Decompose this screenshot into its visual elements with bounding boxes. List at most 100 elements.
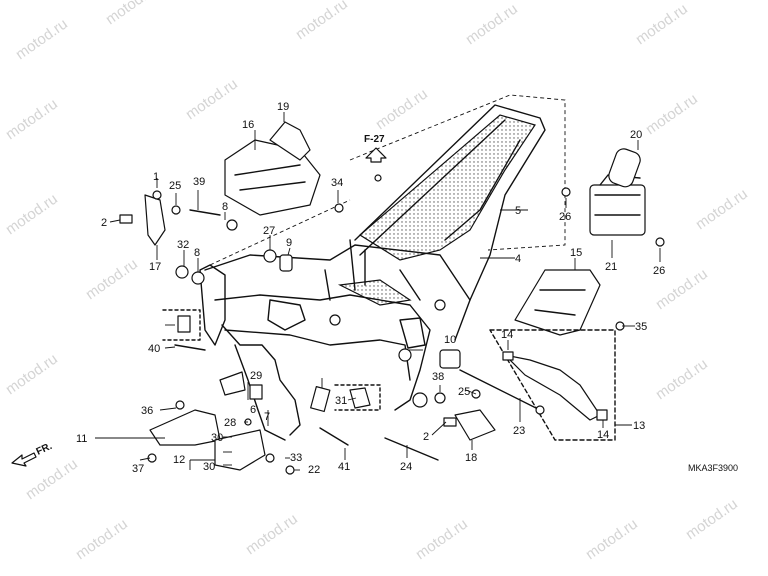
watermark: motod.ru	[13, 15, 71, 63]
watermark: motod.ru	[463, 0, 521, 48]
watermark: motod.ru	[373, 85, 431, 133]
callout-18: 18	[465, 452, 477, 464]
seat-bracket-assembly	[459, 269, 625, 441]
rubber-cover	[608, 148, 641, 188]
callout-22: 22	[308, 464, 320, 476]
box-13-outline	[489, 329, 616, 441]
callout-29: 29	[250, 370, 262, 382]
bolt-33	[265, 453, 275, 463]
middle-hardware	[319, 203, 496, 461]
bolt-39	[189, 209, 221, 216]
watermark: motod.ru	[83, 255, 141, 303]
engine-mount-boss	[329, 314, 341, 326]
left-small-parts	[119, 190, 331, 413]
clip-2	[119, 214, 133, 224]
callout-2: 2	[101, 217, 107, 229]
callout-2: 2	[423, 431, 429, 443]
seat-bracket-detail	[534, 289, 586, 316]
callout-37: 37	[132, 463, 144, 475]
callout-40: 40	[148, 343, 160, 355]
frame-boundary	[209, 94, 566, 266]
watermark: motod.ru	[643, 90, 701, 138]
callout-14: 14	[597, 429, 609, 441]
plate-3b	[310, 385, 331, 413]
bolt-24	[384, 437, 439, 461]
callout-13: 13	[633, 420, 645, 432]
nut-38	[434, 392, 446, 404]
step-bracket-assembly	[147, 400, 295, 475]
clip-14-lower	[596, 409, 608, 421]
bracket-31	[349, 387, 371, 409]
frame-mid-panel	[337, 279, 412, 306]
callout-35: 35	[635, 321, 647, 333]
callout-5: 5	[515, 205, 521, 217]
watermark: motod.ru	[413, 515, 471, 563]
box-3-outline	[162, 309, 201, 341]
clip-2b	[443, 417, 457, 427]
electrical-box	[589, 184, 646, 236]
callout-27: 27	[263, 225, 275, 237]
bolt-41	[319, 427, 349, 446]
callout-20: 20	[630, 129, 642, 141]
callout-31: 31	[335, 395, 347, 407]
callout-39: 39	[193, 176, 205, 188]
callout-26: 26	[559, 211, 571, 223]
bracket-17	[144, 194, 166, 246]
bolt-f27	[374, 174, 382, 182]
watermark: motod.ru	[583, 515, 641, 563]
electrical-box-assembly	[561, 148, 665, 247]
watermark: motod.ru	[693, 185, 751, 233]
guide-plate	[504, 354, 601, 421]
head-pipe	[199, 264, 226, 346]
collar-8-lower	[191, 271, 205, 285]
bolt-36	[175, 400, 185, 410]
front-down-tube	[221, 324, 301, 436]
main-spar-lower	[214, 294, 431, 411]
box-31-outline	[334, 384, 381, 411]
rear-rail-strut	[349, 239, 366, 291]
upper-bracket-assembly	[224, 121, 321, 216]
diagram-code: MKA3F3900	[688, 463, 738, 473]
bolt-23	[459, 369, 541, 411]
upper-bracket-clip	[269, 121, 311, 161]
callout-8: 8	[194, 247, 200, 259]
reference-label: F-27	[364, 134, 385, 145]
clip-14-upper	[502, 351, 514, 361]
callout-11: 11	[76, 433, 87, 445]
bolt-22	[285, 465, 295, 475]
callout-15: 15	[570, 247, 582, 259]
callout-12: 12	[173, 454, 185, 466]
callout-10: 10	[444, 334, 456, 346]
step-bracket-11	[149, 409, 221, 446]
watermark: motod.ru	[3, 190, 61, 238]
watermark: motod.ru	[293, 0, 351, 43]
frame-cross-member	[324, 269, 421, 301]
main-frame	[199, 104, 546, 441]
callout-23: 23	[513, 425, 525, 437]
bracket-18	[454, 409, 496, 441]
callout-38: 38	[432, 371, 444, 383]
callout-26: 26	[653, 265, 665, 277]
watermark: motod.ru	[243, 510, 301, 558]
callout-6: 6	[250, 404, 256, 416]
plate-3	[177, 315, 191, 333]
collar-8-upper	[226, 219, 238, 231]
watermark: motod.ru	[653, 355, 711, 403]
callout-14: 14	[501, 329, 513, 341]
up-arrow-icon	[365, 147, 387, 163]
callout-30: 30	[203, 461, 215, 473]
frame-rear-panel	[358, 114, 536, 261]
callout-36: 36	[141, 405, 153, 417]
callout-19: 19	[277, 101, 289, 113]
frame-boss	[434, 299, 446, 311]
callout-4: 4	[515, 253, 521, 265]
callout-16: 16	[242, 119, 254, 131]
callout-34: 34	[331, 177, 343, 189]
watermark: motod.ru	[633, 0, 691, 48]
leader-lines	[95, 112, 661, 471]
grommet-1	[152, 190, 162, 200]
collar-9	[279, 254, 293, 272]
watermark: motod.ru	[23, 455, 81, 503]
